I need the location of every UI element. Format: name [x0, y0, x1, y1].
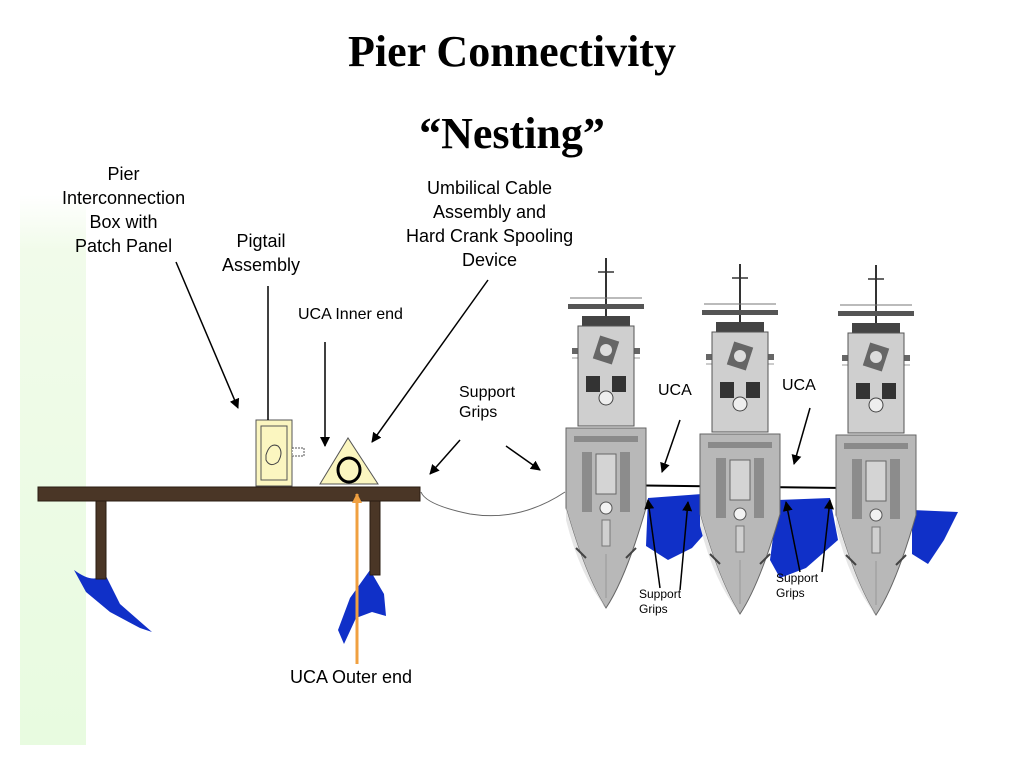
label-uca-inner: UCA Inner end — [298, 306, 403, 323]
arrow-uca-2 — [791, 407, 811, 465]
water-splash-right — [338, 570, 386, 644]
pier-deck — [37, 486, 421, 502]
water-ship-2 — [770, 498, 838, 578]
label-uca-outer: UCA Outer end — [290, 667, 413, 687]
side-accent-stripe — [20, 195, 86, 745]
ship-2 — [699, 263, 781, 615]
spooling-device — [319, 437, 379, 485]
page-title: Pier Connectivity — [348, 27, 676, 76]
arrow-support-left — [429, 439, 461, 475]
umbilical-cable — [420, 491, 566, 517]
pier-post-right — [369, 500, 381, 576]
water-ship-1 — [646, 494, 708, 560]
arrow-grips-1a — [644, 499, 661, 589]
water-splash-left — [74, 570, 152, 632]
label-uca-2: UCA — [782, 377, 816, 394]
arrow-grips-1b — [679, 501, 693, 591]
interconnection-box — [255, 419, 305, 487]
pier-post-left — [95, 500, 107, 580]
arrow-grips-2a — [782, 501, 801, 573]
arrow-support-right — [505, 445, 541, 471]
label-uca-1: UCA — [658, 382, 692, 399]
ship-1 — [565, 257, 647, 609]
water-ship-3 — [912, 510, 958, 564]
arrow-pier-box — [175, 261, 240, 409]
arrow-uca-1 — [660, 419, 681, 473]
arrow-umbilical — [371, 279, 489, 443]
arrow-grips-2b — [821, 499, 834, 573]
page-subtitle: “Nesting” — [419, 109, 605, 158]
ship-3 — [835, 264, 917, 616]
